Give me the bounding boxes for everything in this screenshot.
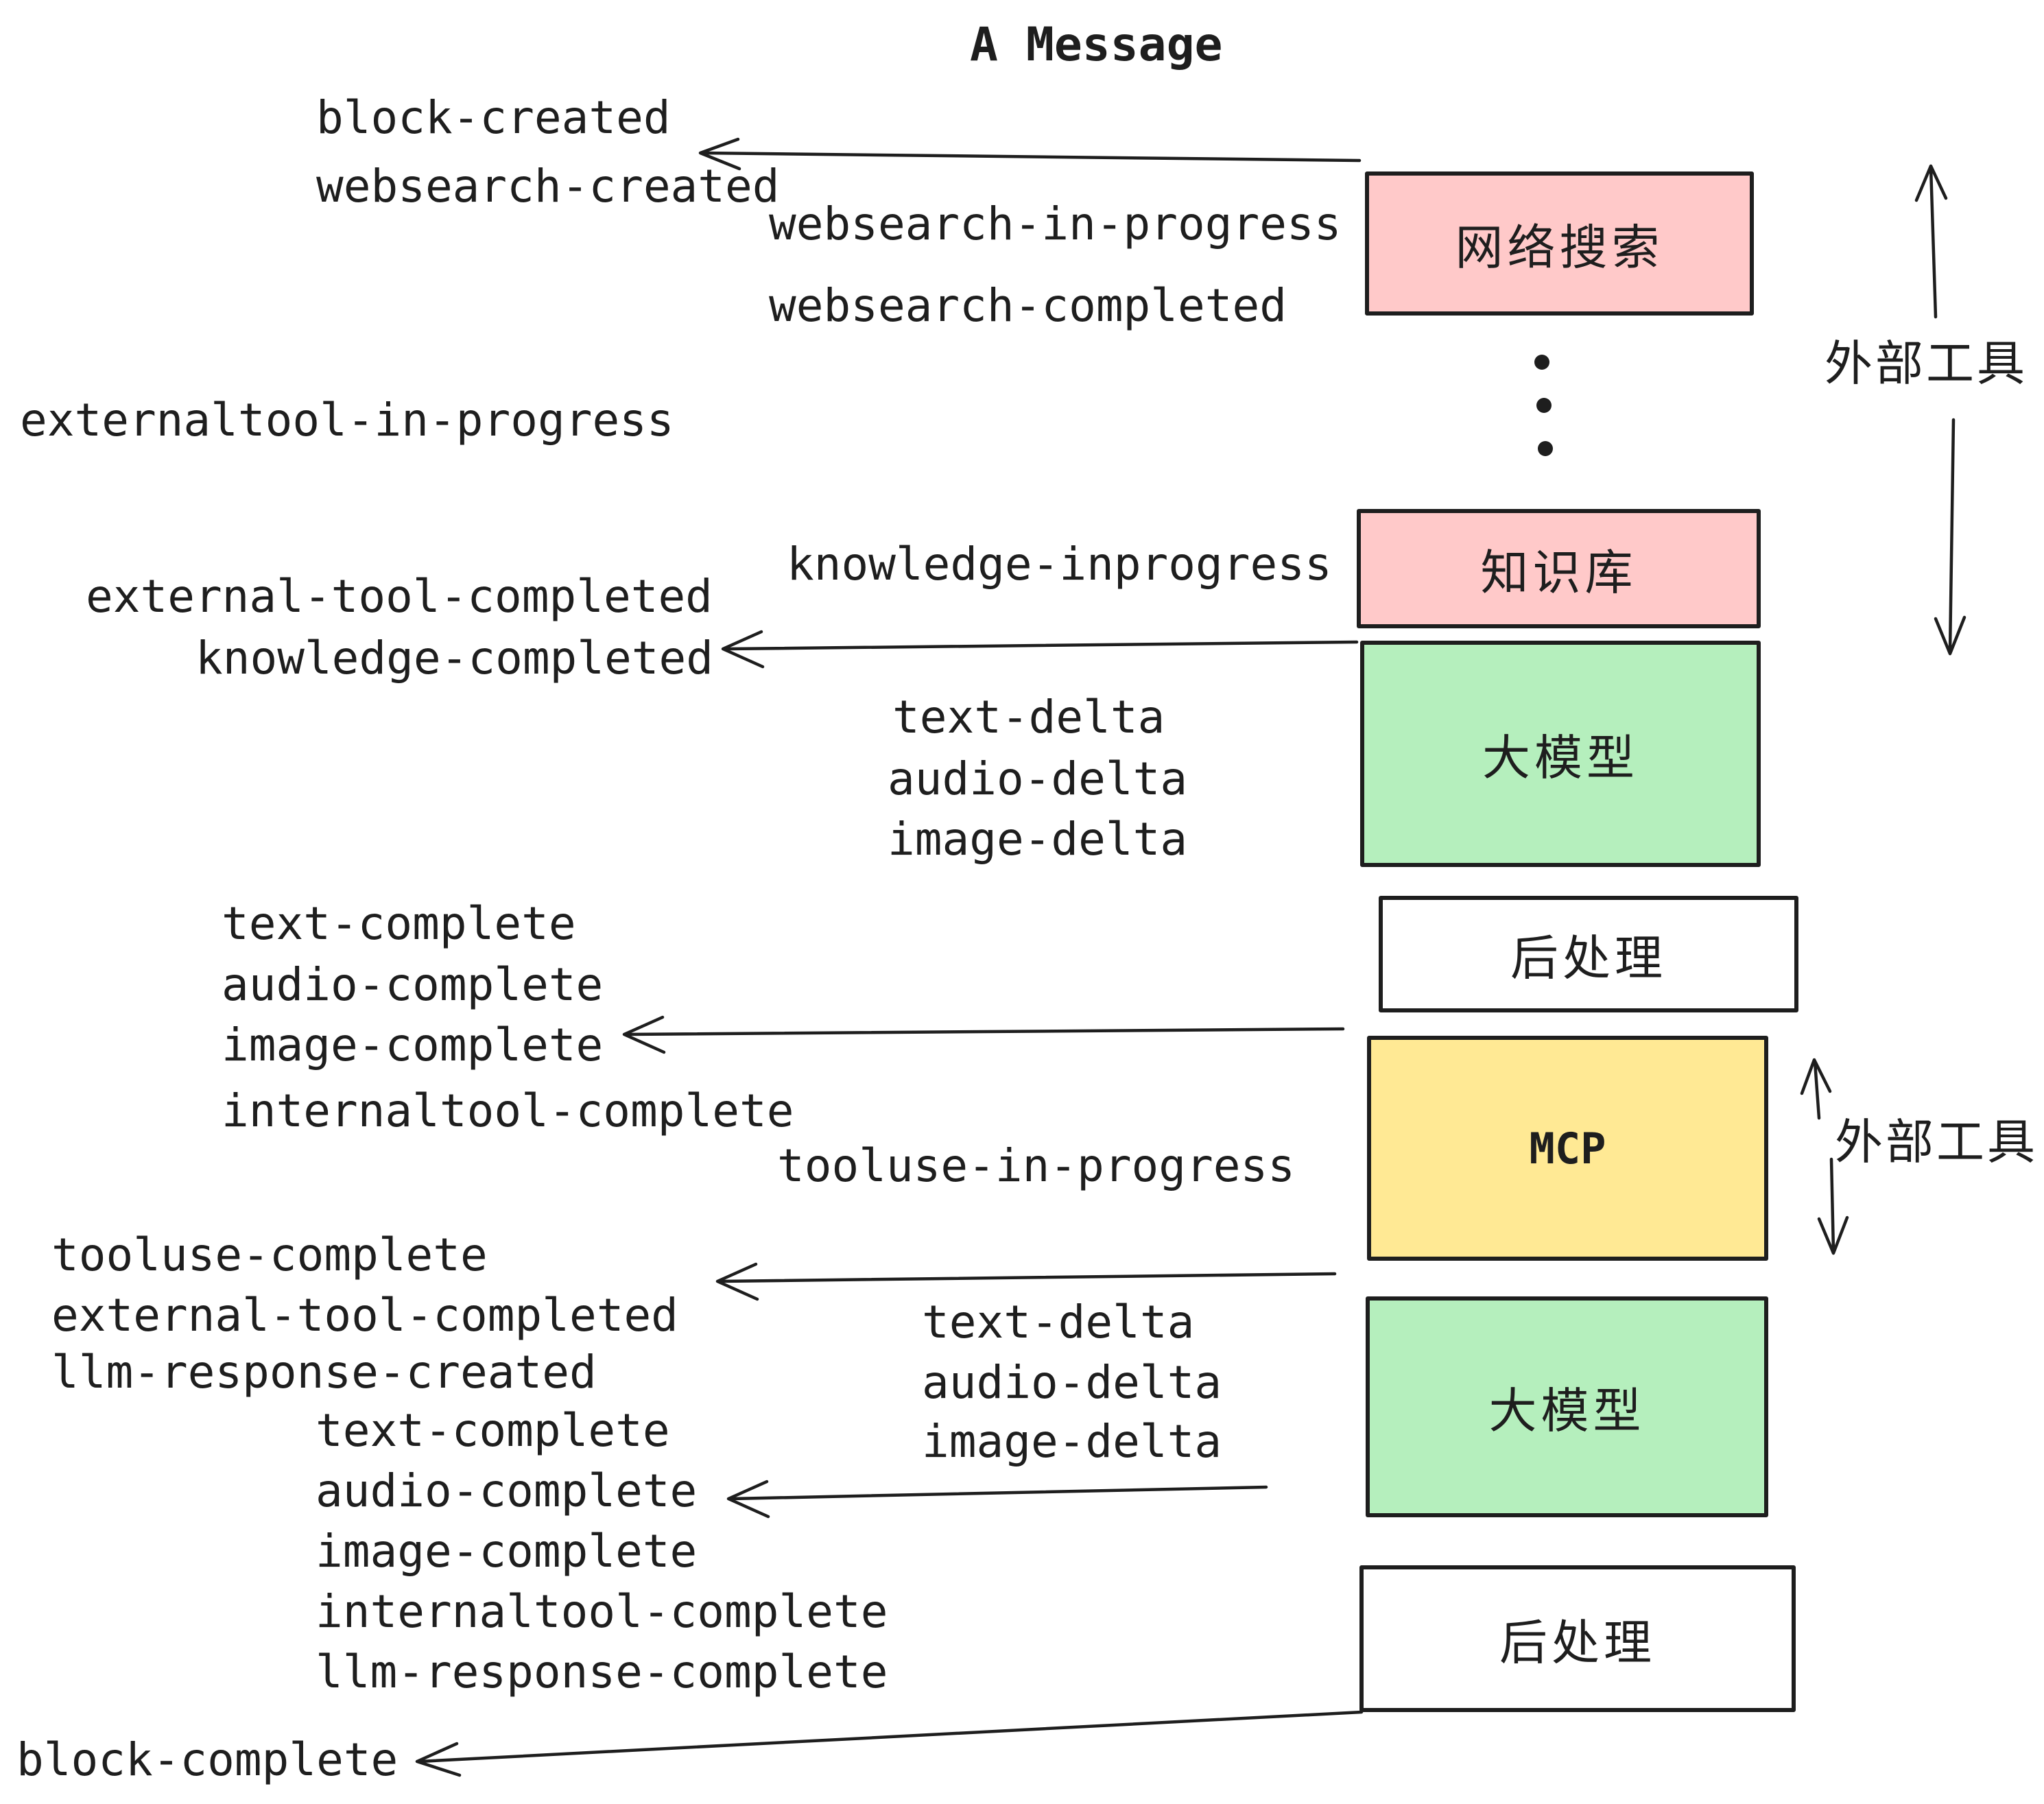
external-tools-down-arrow-icon — [1934, 418, 1966, 656]
event-image-complete-1: image-complete — [222, 1019, 604, 1071]
event-audio-complete-2: audio-complete — [316, 1464, 698, 1517]
box-llm-2: 大模型 — [1366, 1296, 1768, 1517]
event-internaltool-complete-2: internaltool-complete — [316, 1585, 888, 1638]
box-llm-1: 大模型 — [1360, 641, 1761, 867]
event-llm-response-created: llm-response-created — [51, 1346, 597, 1399]
side-label-external-tools-2: 外部工具 — [1835, 1114, 2038, 1170]
event-text-delta-2: text-delta — [922, 1296, 1195, 1349]
event-tooluse-complete: tooluse-complete — [51, 1229, 488, 1281]
event-text-complete-2: text-complete — [316, 1404, 670, 1457]
box-llm-2-label: 大模型 — [1488, 1382, 1645, 1439]
event-image-delta-1: image-delta — [888, 813, 1188, 866]
event-websearch-completed: websearch-completed — [769, 279, 1287, 332]
event-image-complete-2: image-complete — [316, 1525, 698, 1578]
arrow-block-created-icon — [698, 137, 1362, 171]
event-knowledge-completed: knowledge-completed — [195, 632, 713, 685]
box-llm-1-label: 大模型 — [1482, 729, 1639, 786]
box-websearch: 网络搜索 — [1365, 171, 1754, 316]
box-knowledge: 知识库 — [1357, 509, 1761, 628]
event-block-complete: block-complete — [16, 1733, 399, 1786]
event-websearch-in-progress: websearch-in-progress — [769, 198, 1342, 250]
event-externaltool-in-progress: externaltool-in-progress — [20, 394, 674, 447]
event-internaltool-complete-1: internaltool-complete — [222, 1084, 794, 1137]
event-knowledge-inprogress: knowledge-inprogress — [787, 538, 1332, 591]
box-mcp-label: MCP — [1529, 1123, 1606, 1174]
box-post-2: 后处理 — [1359, 1565, 1796, 1712]
event-websearch-created: websearch-created — [316, 160, 780, 213]
event-text-complete-1: text-complete — [222, 897, 576, 950]
arrow-knowledge-completed-icon — [721, 630, 1359, 669]
event-tooluse-in-progress: tooluse-in-progress — [777, 1139, 1295, 1192]
event-block-created: block-created — [316, 91, 671, 144]
event-audio-delta-1: audio-delta — [888, 752, 1188, 805]
arrow-block-complete-icon — [415, 1710, 1364, 1777]
event-audio-complete-1: audio-complete — [222, 958, 604, 1011]
event-audio-delta-2: audio-delta — [922, 1356, 1222, 1409]
box-mcp: MCP — [1367, 1036, 1768, 1261]
arrow-tooluse-complete-icon — [715, 1262, 1337, 1301]
mcp-external-up-arrow-icon — [1800, 1058, 1832, 1120]
event-text-delta-1: text-delta — [892, 691, 1165, 744]
box-post-2-label: 后处理 — [1499, 1614, 1656, 1671]
arrow-llm-complete-icon — [726, 1480, 1268, 1519]
external-tools-up-arrow-icon — [1914, 164, 1948, 319]
arrow-internal-complete-icon — [622, 1015, 1345, 1054]
event-llm-response-complete: llm-response-complete — [316, 1646, 888, 1698]
event-external-tool-completed: external-tool-completed — [86, 570, 713, 623]
event-image-delta-2: image-delta — [922, 1415, 1222, 1468]
diagram-title: A Message — [970, 18, 1223, 72]
box-knowledge-label: 知识库 — [1480, 544, 1637, 601]
box-post-1: 后处理 — [1379, 896, 1798, 1012]
side-label-external-tools-1: 外部工具 — [1825, 335, 2028, 392]
box-post-1-label: 后处理 — [1510, 929, 1667, 986]
ellipsis-dots-icon — [1534, 355, 1553, 456]
event-external-tool-completed-2: external-tool-completed — [51, 1289, 678, 1342]
mcp-external-down-arrow-icon — [1817, 1157, 1849, 1255]
box-websearch-label: 网络搜索 — [1455, 219, 1664, 276]
